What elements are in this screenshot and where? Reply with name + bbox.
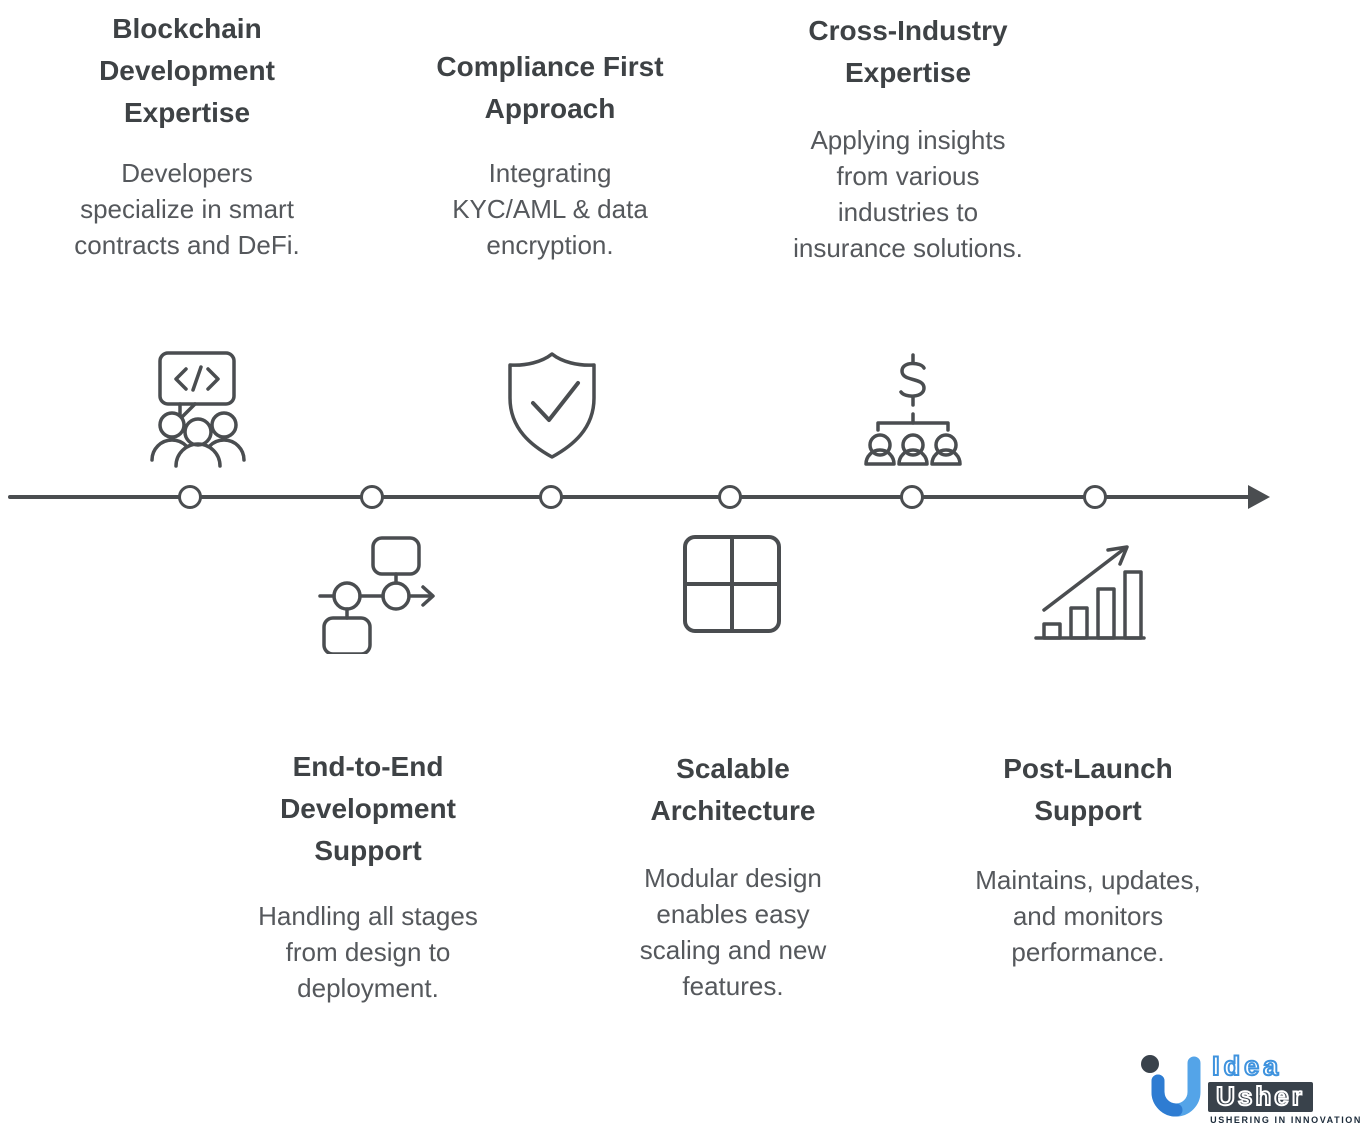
feature-title: Scalable Architecture [650,753,816,826]
logo-tagline: USHERING IN INNOVATION [1210,1115,1362,1125]
timeline-node-2 [360,485,384,509]
feature-post-launch-support: Post-Launch Support Maintains, updates, … [928,0,1248,1020]
timeline-node-3 [539,485,563,509]
feature-compliance-first: Compliance First Approach Integrating KY… [390,0,710,280]
feature-description: Integrating KYC/AML & data encryption. [452,158,648,260]
feature-cross-industry: Cross-Industry Expertise Applying insigh… [748,0,1068,280]
timeline-node-5 [900,485,924,509]
feature-description: Maintains, updates, and monitors perform… [975,865,1201,967]
team-code-icon [140,348,250,468]
timeline-arrowhead-icon [1248,485,1270,509]
timeline-node-1 [178,485,202,509]
feature-description: Modular design enables easy scaling and … [639,863,827,1001]
timeline-node-6 [1083,485,1107,509]
feature-description: Applying insights from various industrie… [793,125,1023,263]
feature-description: Developers specialize in smart contracts… [74,158,300,260]
growth-chart-icon [1034,532,1148,644]
logo-usher-box: Usher [1208,1082,1313,1112]
feature-blockchain-development: Blockchain Development Expertise Develop… [27,0,347,280]
feature-title: Post-Launch Support [1003,753,1173,826]
timeline-node-4 [718,485,742,509]
feature-title: Compliance First Approach [436,51,664,124]
logo-usher-text: Usher [1215,1081,1305,1111]
feature-title: Blockchain Development Expertise [99,13,275,128]
flowchart-icon [316,532,440,654]
feature-scalable-architecture: Scalable Architecture Modular design ena… [573,0,893,1020]
feature-title: End-to-End Development Support [280,751,456,866]
dollar-org-chart-icon [858,350,968,466]
timeline-line [8,495,1254,499]
feature-title: Cross-Industry Expertise [808,15,1008,88]
feature-description: Handling all stages from design to deplo… [258,901,478,1003]
grid-icon [682,534,782,634]
logo-idea-text: Idea [1211,1051,1283,1081]
idea-usher-logo-mark-icon [1138,1053,1204,1130]
feature-end-to-end-support: End-to-End Development Support Handling … [208,0,528,1020]
idea-usher-logo: Idea Usher USHERING IN INNOVATION [1138,1051,1362,1130]
logo-text: Idea Usher USHERING IN INNOVATION [1208,1051,1362,1125]
shield-check-icon [504,350,600,462]
